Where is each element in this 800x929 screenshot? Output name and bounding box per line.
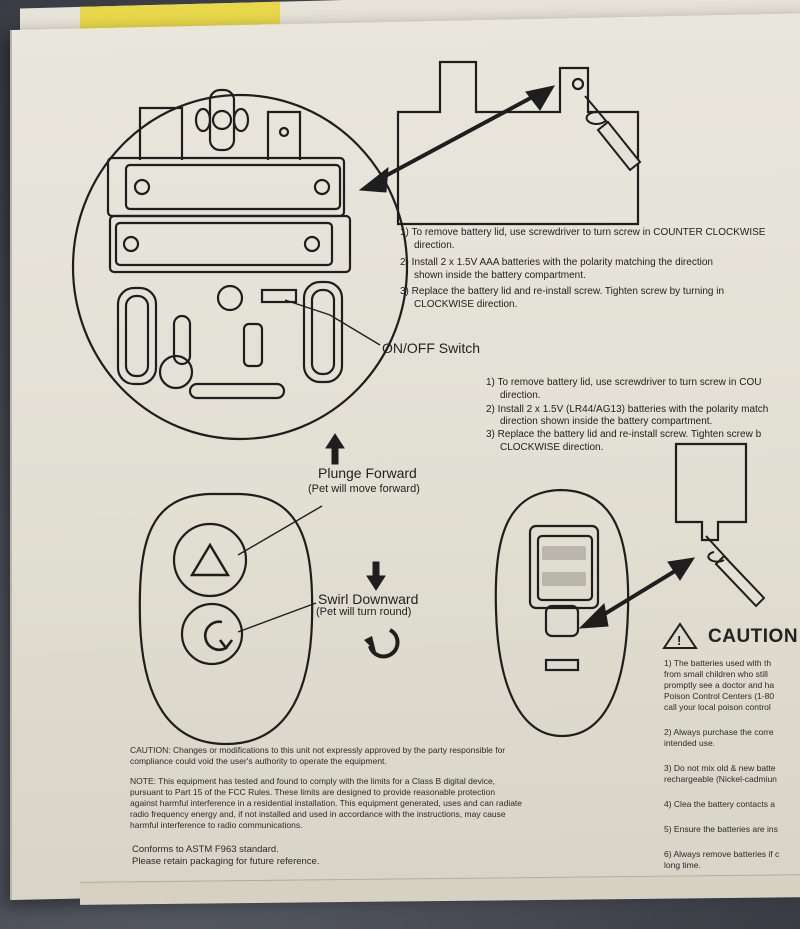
up-arrow-stem (331, 445, 339, 465)
caution-item: rechargeable (Nickel-cadmiun (664, 774, 777, 784)
remote-step2: 2) Install 2 x 1.5V (LR44/AG13) batterie… (486, 404, 769, 415)
battery-lid-tab (138, 106, 302, 160)
top-step3: 3) Replace the battery lid and re-instal… (400, 286, 725, 297)
rotate-icon (368, 628, 400, 659)
top-step2: 2) Install 2 x 1.5V AAA batteries with t… (400, 257, 713, 268)
remote-step3-cont: CLOCKWISE direction. (500, 442, 604, 453)
caution-item: intended use. (664, 738, 716, 748)
onoff-label: ON/OFF Switch (382, 340, 481, 356)
fcc-note-line2: pursuant to Part 15 of the FCC Rules. Th… (130, 787, 496, 797)
plunge-forward-button (172, 522, 248, 598)
down-arrow-icon (366, 575, 386, 591)
pet-bottom-diagram (71, 93, 409, 441)
top-step3-cont: CLOCKWISE direction. (414, 299, 518, 310)
onoff-switch (260, 288, 298, 304)
swirl-button (180, 602, 244, 666)
caution-item: Poison Control Centers (1-80 (664, 691, 775, 701)
caution-item: 1) The batteries used with th (664, 658, 772, 668)
battery-aaa-1 (106, 156, 346, 218)
fcc-note-line3: against harmful interference in a reside… (130, 798, 523, 808)
caution-list: 1) The batteries used with th from small… (664, 658, 800, 871)
caution-item: promptly see a doctor and ha (664, 680, 775, 690)
up-arrow-icon (325, 433, 345, 449)
swirl-downward-sub: (Pet will turn round) (316, 606, 412, 618)
caution-item: from small children who still (664, 669, 768, 679)
top-step1: 1) To remove battery lid, use screwdrive… (400, 227, 766, 238)
caution-item: call your local poison control (664, 702, 771, 712)
remote-step3: 3) Replace the battery lid and re-instal… (486, 429, 762, 440)
fcc-note-line5: harmful interference to radio communicat… (130, 820, 303, 830)
fcc-note-line1: NOTE: This equipment has tested and foun… (130, 776, 496, 786)
remote-back-diagram (494, 488, 630, 738)
fcc-caution-line1: CAUTION: Changes or modifications to thi… (130, 745, 506, 755)
battery-aaa-2 (108, 214, 352, 274)
top-step2-cont: shown inside the battery compartment. (414, 270, 586, 281)
fcc-caution-line2: compliance could void the user's authori… (130, 756, 387, 766)
caution-item: long time. (664, 860, 701, 870)
caution-item: 3) Do not mix old & new batte (664, 763, 776, 773)
plunge-forward-label: Plunge Forward (318, 465, 417, 481)
remote-step2-cont: direction shown inside the battery compa… (500, 416, 713, 427)
caution-item: 2) Always purchase the corre (664, 727, 774, 737)
remote-control-diagram (138, 492, 314, 746)
astm-statement: Conforms to ASTM F963 standard. (132, 844, 279, 855)
remote-step1-cont: direction. (500, 390, 541, 401)
caution-item: 5) Ensure the batteries are ins (664, 824, 778, 834)
svg-text:!: ! (677, 633, 681, 648)
plunge-forward-sub: (Pet will move forward) (308, 483, 420, 495)
caution-item: 4) Clea the battery contacts a (664, 799, 776, 809)
battery-lid-diagram (396, 60, 640, 226)
remote-step1: 1) To remove battery lid, use screwdrive… (486, 377, 762, 388)
swirl-downward-label: Swirl Downward (318, 591, 419, 607)
caution-heading: CAUTION (708, 626, 799, 647)
caution-item: 6) Always remove batteries if c (664, 849, 780, 859)
fcc-note-line4: radio frequency energy and, if not insta… (130, 809, 506, 819)
retain-packaging: Please retain packaging for future refer… (132, 856, 320, 867)
top-step1-cont: direction. (414, 240, 455, 251)
caution-triangle-icon (662, 622, 698, 649)
